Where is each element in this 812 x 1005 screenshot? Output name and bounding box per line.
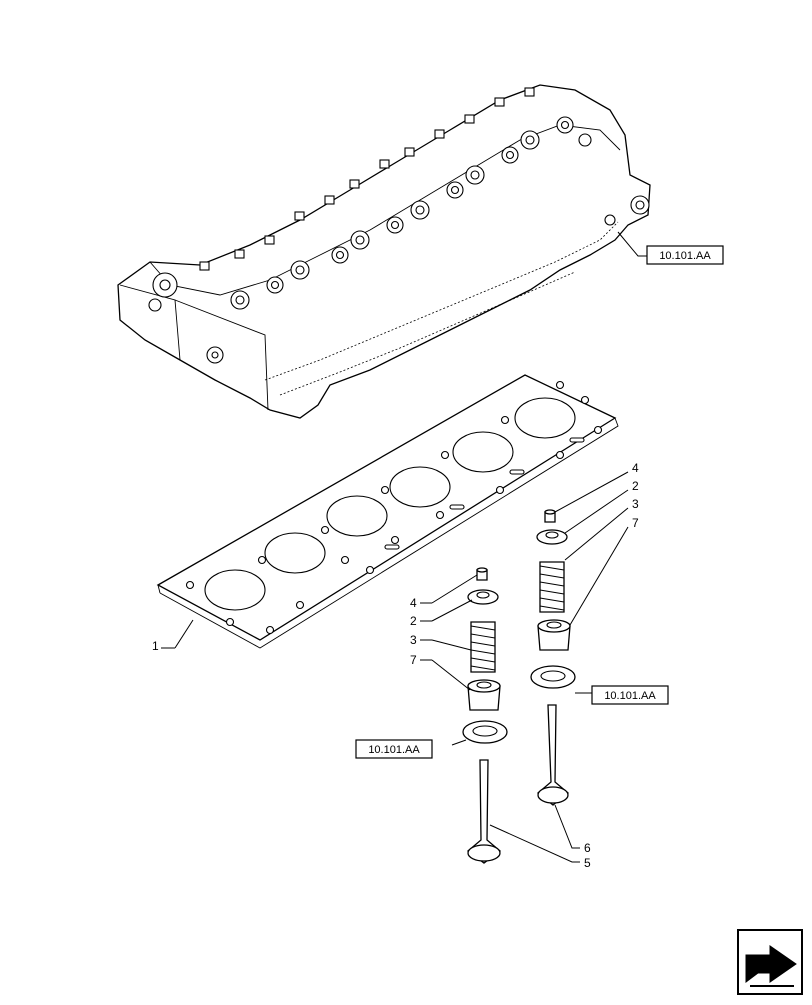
callout-left-retainer: 2 (410, 614, 417, 628)
reference-link-head[interactable]: 10.101.AA (646, 245, 724, 265)
right-spring-retainer (536, 529, 568, 545)
callout-right-valve: 6 (584, 841, 591, 855)
callout-labels: 1 4 2 3 7 4 2 3 7 6 5 (152, 461, 639, 870)
callout-gasket: 1 (152, 639, 159, 653)
head-rim-posts (199, 87, 535, 271)
reference-link-right-seat[interactable]: 10.101.AA (591, 685, 669, 705)
callout-dashes (161, 602, 432, 661)
left-valve-stack (462, 567, 508, 864)
left-spring-retainer (467, 589, 499, 605)
next-page-arrow-icon[interactable] (737, 929, 803, 995)
gasket-bores (204, 397, 576, 611)
svg-text:10.101.AA: 10.101.AA (604, 690, 656, 702)
reference-link-left-seat[interactable]: 10.101.AA (355, 739, 433, 759)
right-valve-stack (530, 509, 576, 806)
callout-left-valve: 5 (584, 856, 591, 870)
gasket-bolt-holes (185, 380, 603, 635)
left-valve-keeper (476, 567, 488, 581)
right-valve-keeper (544, 509, 556, 523)
leader-lines (174, 231, 648, 863)
left-valve (466, 759, 502, 864)
callout-right-spring: 3 (632, 497, 639, 511)
right-valve (536, 704, 570, 806)
callout-left-keeper: 4 (410, 596, 417, 610)
left-valve-seal (467, 679, 501, 711)
svg-text:10.101.AA: 10.101.AA (368, 744, 420, 756)
left-valve-spring (470, 621, 496, 673)
callout-left-spring: 3 (410, 633, 417, 647)
cylinder-head (117, 84, 651, 419)
right-valve-seat-ring (530, 665, 576, 689)
right-valve-seal (537, 619, 571, 651)
head-bosses (148, 116, 650, 364)
callout-right-retainer: 2 (632, 479, 639, 493)
right-valve-spring (539, 561, 565, 613)
svg-text:10.101.AA: 10.101.AA (659, 250, 711, 262)
left-valve-seat-ring (462, 720, 508, 744)
callout-right-keeper: 4 (632, 461, 639, 475)
callout-left-seal: 7 (410, 653, 417, 667)
head-gasket (156, 374, 619, 649)
callout-right-seal: 7 (632, 516, 639, 530)
